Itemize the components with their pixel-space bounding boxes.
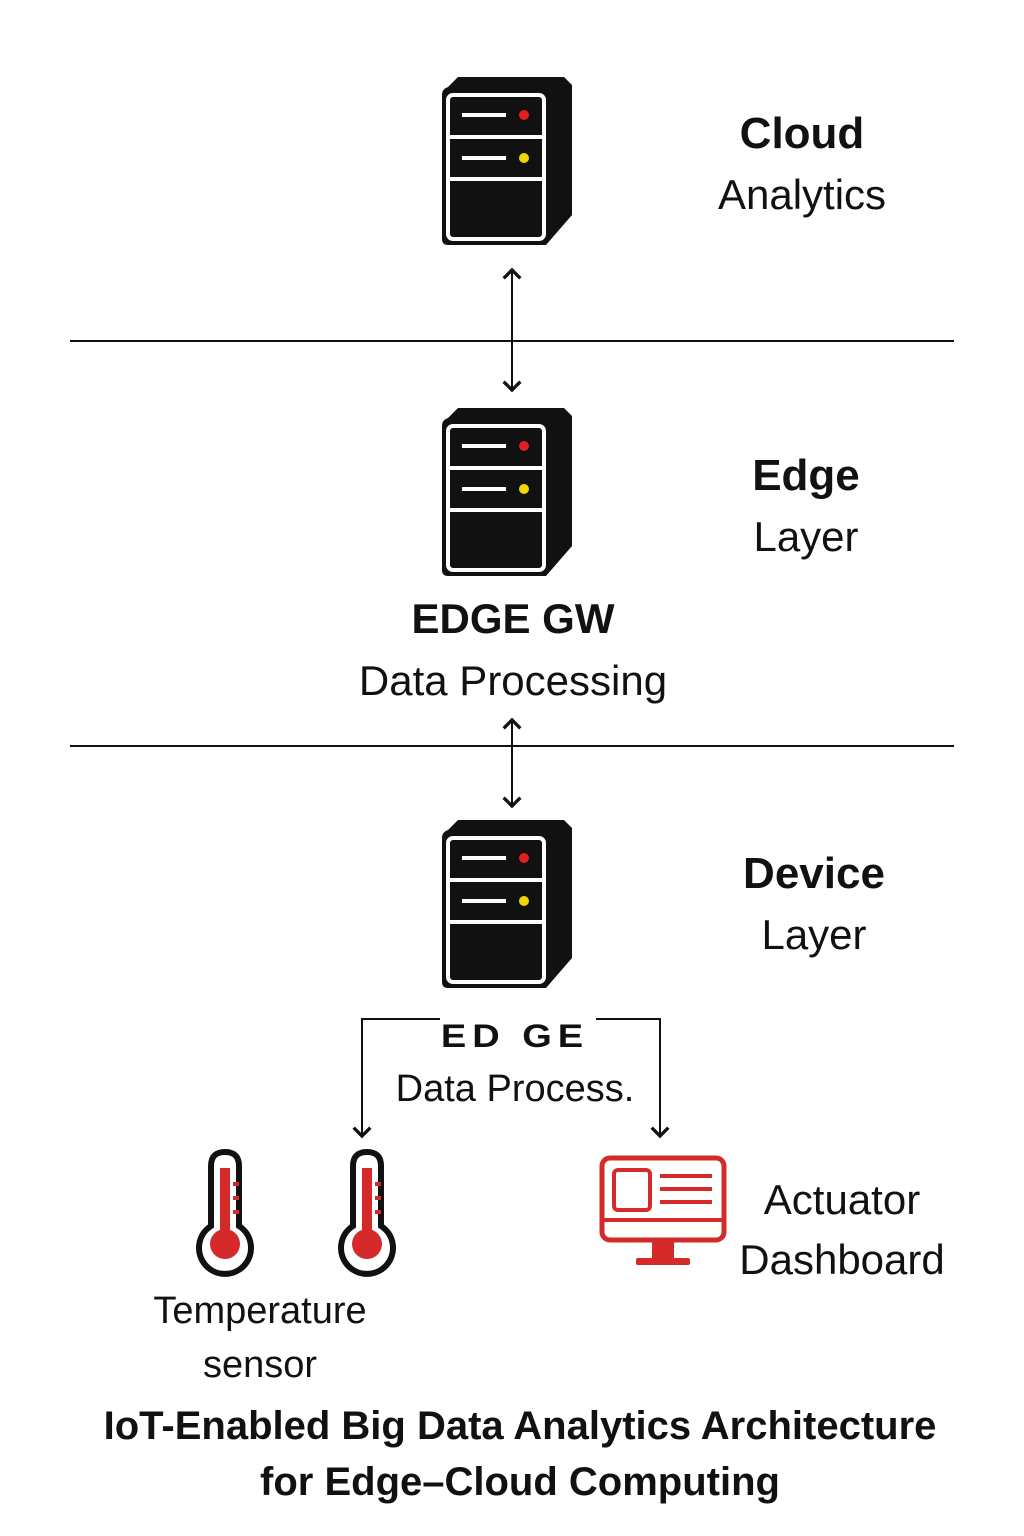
edge-gateway-role: Data Processing — [358, 657, 668, 704]
cloud-layer-subtitle: Analytics — [717, 171, 887, 218]
edge-gateway-label: EDGE GW Data Processing — [313, 598, 713, 702]
actuator-dashboard-label: Actuator Dashboard — [739, 1176, 945, 1283]
diagram-title: IoT-Enabled Big Data Analytics Architect… — [0, 1398, 1024, 1510]
device-server-icon — [440, 818, 574, 990]
device-gateway-label: ED GE Data Process. — [360, 1018, 670, 1108]
cloud-layer-title: Cloud — [739, 109, 865, 158]
device-to-sensor-arrow — [352, 1018, 440, 1139]
cloud-layer-label: Cloud Analytics — [702, 112, 902, 216]
diagram-title-line-1: IoT-Enabled Big Data Analytics Architect… — [103, 1404, 937, 1448]
device-to-actuator-arrow — [596, 1018, 670, 1139]
temperature-sensor-label: Temperature sensor — [153, 1290, 367, 1386]
edge-layer-title: Edge — [752, 451, 860, 500]
device-layer-label: Device Layer — [714, 852, 914, 956]
edge-gateway-server-icon — [440, 406, 574, 578]
device-layer-title: Device — [743, 849, 885, 898]
monitor-dashboard-icon — [599, 1155, 727, 1265]
device-gateway-name: ED GE — [440, 1019, 590, 1055]
thermometer-icon — [199, 1152, 251, 1274]
device-gateway-role: Data Process. — [395, 1068, 635, 1110]
device-layer-subtitle: Layer — [761, 911, 867, 958]
edge-layer-subtitle: Layer — [753, 513, 859, 560]
diagram-title-line-2: for Edge–Cloud Computing — [260, 1460, 780, 1504]
thermometer-icon — [341, 1152, 393, 1274]
edge-layer-label: Edge Layer — [706, 454, 906, 558]
cloud-server-icon — [440, 75, 574, 247]
edge-gateway-name: EDGE GW — [411, 595, 615, 642]
